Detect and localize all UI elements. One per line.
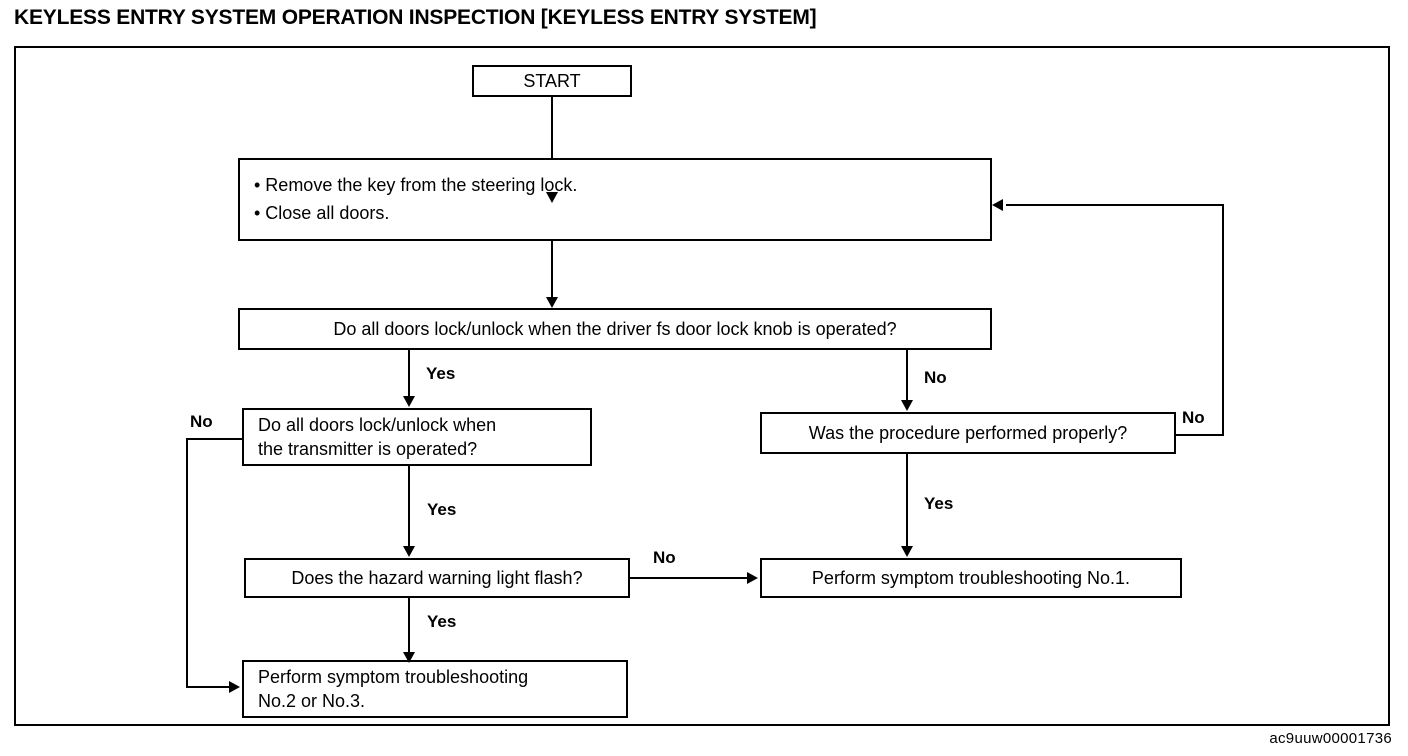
node-procedure-decision[interactable]: Was the procedure performed properly? xyxy=(760,412,1176,454)
edge-knob-yes-line xyxy=(408,350,410,400)
edge-procedure-yes-line xyxy=(906,454,908,550)
edge-hazard-yes-arrow xyxy=(403,652,415,663)
node-symptom-troubleshooting-2-3-text: Perform symptom troubleshooting No.2 or … xyxy=(258,666,529,711)
edge-transmitter-yes-line xyxy=(408,466,410,550)
node-start[interactable]: START xyxy=(472,65,632,97)
node-prep-text: • Remove the key from the steering lock.… xyxy=(254,174,578,223)
edge-label-procedure-yes: Yes xyxy=(924,494,954,513)
edge-prep-to-knob-line xyxy=(551,241,553,304)
figure-id: ac9uuw00001736 xyxy=(1269,730,1392,747)
diagram-frame: START • Remove the key from the steering… xyxy=(14,46,1390,726)
edge-transmitter-yes-arrow xyxy=(403,546,415,557)
node-symptom-troubleshooting-1-text: Perform symptom troubleshooting No.1. xyxy=(811,567,1131,588)
edge-procedure-no-h1 xyxy=(1176,434,1224,436)
edge-knob-no-line xyxy=(906,350,908,404)
edge-start-to-prep-arrow xyxy=(546,192,558,203)
edge-label-procedure-no: No xyxy=(1182,408,1205,427)
edge-label-hazard-yes: Yes xyxy=(427,612,457,631)
edge-hazard-no-line xyxy=(630,577,748,579)
node-symptom-troubleshooting-1[interactable]: Perform symptom troubleshooting No.1. xyxy=(760,558,1182,598)
edge-label-transmitter-yes: Yes xyxy=(427,500,457,519)
node-knob-decision-text: Do all doors lock/unlock when the driver… xyxy=(333,318,897,339)
node-prep[interactable]: • Remove the key from the steering lock.… xyxy=(238,158,992,241)
node-hazard-decision[interactable]: Does the hazard warning light flash? xyxy=(244,558,630,598)
node-transmitter-decision-text: Do all doors lock/unlock when the transm… xyxy=(258,414,497,459)
edge-knob-yes-arrow xyxy=(403,396,415,407)
node-symptom-troubleshooting-2-3[interactable]: Perform symptom troubleshooting No.2 or … xyxy=(242,660,628,718)
edge-label-knob-yes: Yes xyxy=(426,364,456,383)
edge-procedure-no-h2 xyxy=(1006,204,1224,206)
edge-start-to-prep-line xyxy=(551,97,553,196)
node-transmitter-decision[interactable]: Do all doors lock/unlock when the transm… xyxy=(242,408,592,466)
edge-transmitter-no-h1 xyxy=(186,438,244,440)
edge-label-knob-no: No xyxy=(924,368,947,387)
edge-hazard-no-arrow xyxy=(747,572,758,584)
edge-transmitter-no-v xyxy=(186,438,188,688)
page-title: KEYLESS ENTRY SYSTEM OPERATION INSPECTIO… xyxy=(14,6,817,29)
node-hazard-decision-text: Does the hazard warning light flash? xyxy=(291,567,583,588)
edge-procedure-yes-arrow xyxy=(901,546,913,557)
edge-transmitter-no-h2 xyxy=(186,686,232,688)
edge-procedure-no-v xyxy=(1222,204,1224,436)
edge-transmitter-no-arrow xyxy=(229,681,240,693)
edge-label-hazard-no: No xyxy=(653,548,676,567)
edge-prep-to-knob-arrow xyxy=(546,297,558,308)
edge-procedure-no-arrow xyxy=(992,199,1003,211)
edge-label-transmitter-no: No xyxy=(190,412,213,431)
node-procedure-decision-text: Was the procedure performed properly? xyxy=(808,422,1128,443)
edge-hazard-yes-line xyxy=(408,598,410,656)
node-knob-decision[interactable]: Do all doors lock/unlock when the driver… xyxy=(238,308,992,350)
edge-knob-no-arrow xyxy=(901,400,913,411)
node-start-label: START xyxy=(523,70,581,91)
